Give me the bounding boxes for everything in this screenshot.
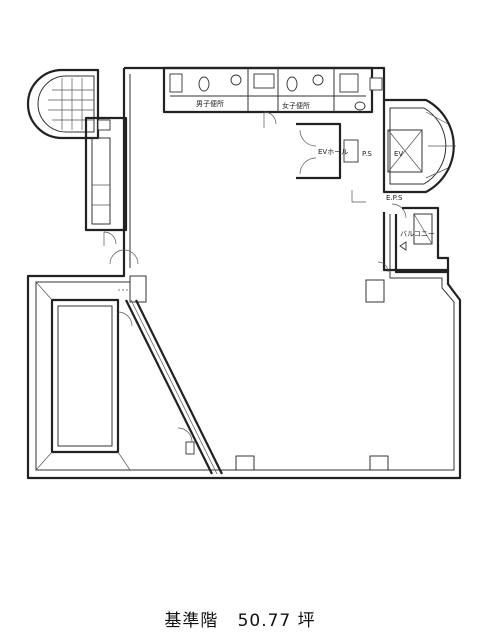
floor-area: 50.77: [237, 611, 292, 631]
ev-hall-label: EVホール: [318, 148, 348, 156]
diagonal-wall: [117, 299, 223, 475]
left-service-shaft: [84, 116, 128, 246]
balcony: バルコニー: [365, 206, 450, 303]
toilet-block: 男子便所 女子便所: [162, 66, 374, 128]
floor-plan: 男子便所 女子便所 EVホール EV P.S E.P.S バルコニー: [26, 66, 462, 480]
left-stair: [26, 68, 100, 140]
right-core: EV P.S E.P.S: [351, 77, 456, 219]
area-unit: 坪: [297, 611, 316, 631]
eps-label: E.P.S: [386, 194, 403, 202]
toilet-right-label: 女子便所: [282, 101, 310, 110]
doors: [109, 249, 139, 291]
balcony-label: バルコニー: [400, 230, 435, 238]
floor-name: 基準階: [164, 611, 219, 631]
toilet-left-label: 男子便所: [196, 99, 224, 108]
ev-hall: EVホール: [296, 122, 359, 180]
ps-label: P.S: [362, 150, 372, 158]
elevator-label: EV: [394, 150, 403, 158]
plan-caption: 基準階 50.77 坪: [0, 606, 480, 631]
